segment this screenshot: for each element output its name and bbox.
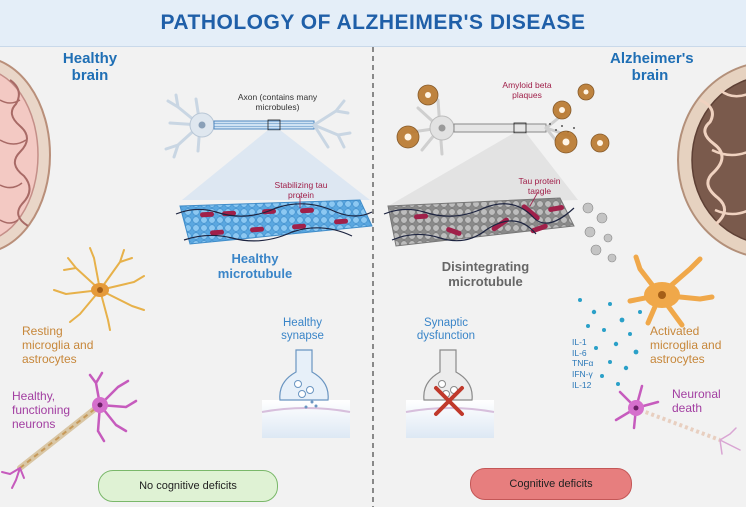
synaptic-dysfunction-label: Synaptic dysfunction	[416, 317, 476, 343]
cognitive-deficits-badge: Cognitive deficits	[470, 468, 632, 500]
title-bar: PATHOLOGY OF ALZHEIMER'S DISEASE	[0, 0, 746, 47]
healthy-neuron-axon	[164, 93, 352, 159]
disintegrating-microtubule-label: Disintegrating microtubule	[441, 259, 530, 289]
cytokine-item: IL-6	[572, 347, 587, 358]
healthy-microtubule-label: Healthy microtubule	[217, 251, 293, 281]
activated-glia-illustration	[627, 254, 715, 328]
healthy-neuron-label: Healthy, functioning neurons	[12, 389, 71, 431]
healthy-neuron-illustration	[1, 371, 138, 489]
amyloid-plaques-label: Amyloid beta plaques	[502, 80, 552, 100]
healthy-microtubule	[175, 196, 373, 245]
no-cognitive-deficits-badge: No cognitive deficits	[98, 470, 278, 502]
dysfunction-cross-icon	[434, 386, 464, 416]
zoom-cone-healthy	[182, 130, 370, 200]
stabilizing-tau-label: Stabilizing tau protein	[274, 180, 328, 200]
resting-glia-label: Resting microglia and astrocytes	[22, 324, 94, 366]
alzheimers-neuron-axon	[410, 98, 575, 156]
cytokine-dots	[578, 298, 642, 386]
healthy-brain-illustration	[0, 60, 51, 250]
cytokine-item: IFN-γ	[572, 368, 593, 379]
tau-tangle-label: Tau protein tangle	[518, 176, 561, 196]
disintegrating-microtubule	[383, 191, 617, 263]
healthy-brain-heading: Healthy brain	[62, 50, 118, 85]
cytokine-item: IL-12	[572, 379, 592, 390]
healthy-synapse-label: Healthy synapse	[281, 317, 324, 343]
activated-glia-label: Activated microglia and astrocytes	[650, 324, 722, 366]
axon-label: Axon (contains many microbules)	[237, 92, 318, 112]
alzheimers-brain-illustration	[677, 64, 746, 256]
neuronal-death-label: Neuronal death	[672, 387, 721, 415]
cytokine-item: TNFα	[572, 358, 594, 369]
zoom-cone-alzheimers	[390, 133, 578, 205]
cytokine-item: IL-1	[572, 337, 587, 347]
dying-neuron-illustration	[614, 384, 741, 455]
dysfunctional-synapse-illustration	[405, 349, 495, 438]
cytokine-list: IL-1 IL-6 TNFα IFN-γ IL-12	[572, 337, 612, 390]
alzheimers-brain-heading: Alzheimer's brain	[610, 50, 694, 85]
amyloid-plaques	[396, 83, 610, 154]
healthy-synapse-illustration	[261, 349, 351, 438]
resting-glia-illustration	[53, 247, 145, 331]
page-title: PATHOLOGY OF ALZHEIMER'S DISEASE	[160, 11, 586, 34]
